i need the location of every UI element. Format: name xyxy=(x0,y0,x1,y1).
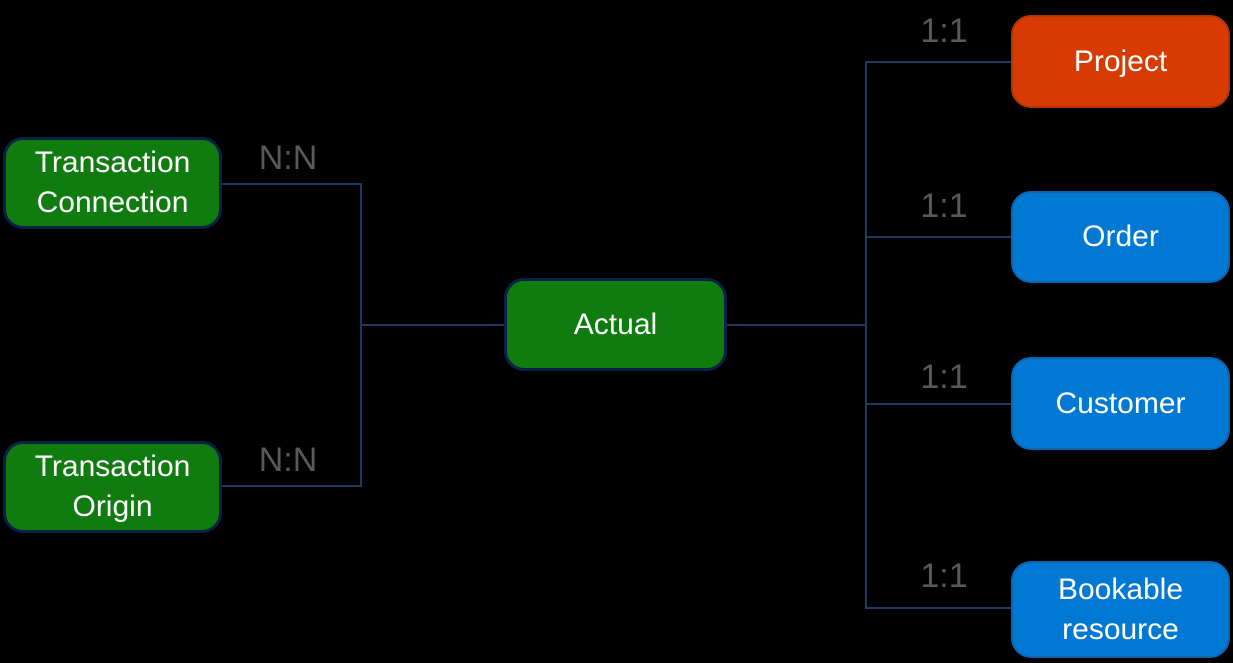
node-label-transaction-origin: Transaction Origin xyxy=(34,450,191,523)
connector-line-to-actual-left xyxy=(360,324,504,326)
connector-line-transaction-origin xyxy=(222,485,362,487)
node-actual: Actual xyxy=(504,278,727,371)
node-transaction-connection: Transaction Connection xyxy=(3,137,222,229)
connector-line-to-bookable-resource xyxy=(865,607,1011,609)
edge-label-1-1-order: 1:1 xyxy=(920,187,968,225)
node-label-project: Project xyxy=(1073,44,1168,78)
node-bookable-resource: Bookable resource xyxy=(1011,561,1230,658)
connector-line-to-project xyxy=(865,61,1011,63)
node-transaction-origin: Transaction Origin xyxy=(3,441,222,533)
node-label-actual: Actual xyxy=(573,307,658,341)
connector-line-to-customer xyxy=(865,403,1011,405)
node-customer: Customer xyxy=(1011,357,1230,450)
node-label-bookable-resource: Bookable resource xyxy=(1057,572,1184,646)
node-order: Order xyxy=(1011,191,1230,283)
edge-label-1-1-bookable-resource: 1:1 xyxy=(920,557,968,595)
node-project: Project xyxy=(1011,15,1230,108)
node-label-transaction-connection: Transaction Connection xyxy=(34,146,191,219)
connector-line-to-order xyxy=(865,236,1011,238)
edge-label-1-1-project: 1:1 xyxy=(920,12,968,50)
connector-line-transaction-connection xyxy=(222,183,362,185)
edge-label-nn-transaction-origin: N:N xyxy=(258,441,318,479)
edge-label-1-1-customer: 1:1 xyxy=(920,358,968,396)
connector-line-right-vertical xyxy=(865,61,867,609)
node-label-order: Order xyxy=(1082,220,1159,254)
connector-line-from-actual-right xyxy=(727,324,867,326)
connector-line-left-vertical xyxy=(360,183,362,487)
node-label-customer: Customer xyxy=(1055,386,1186,420)
edge-label-nn-transaction-connection: N:N xyxy=(258,139,318,177)
